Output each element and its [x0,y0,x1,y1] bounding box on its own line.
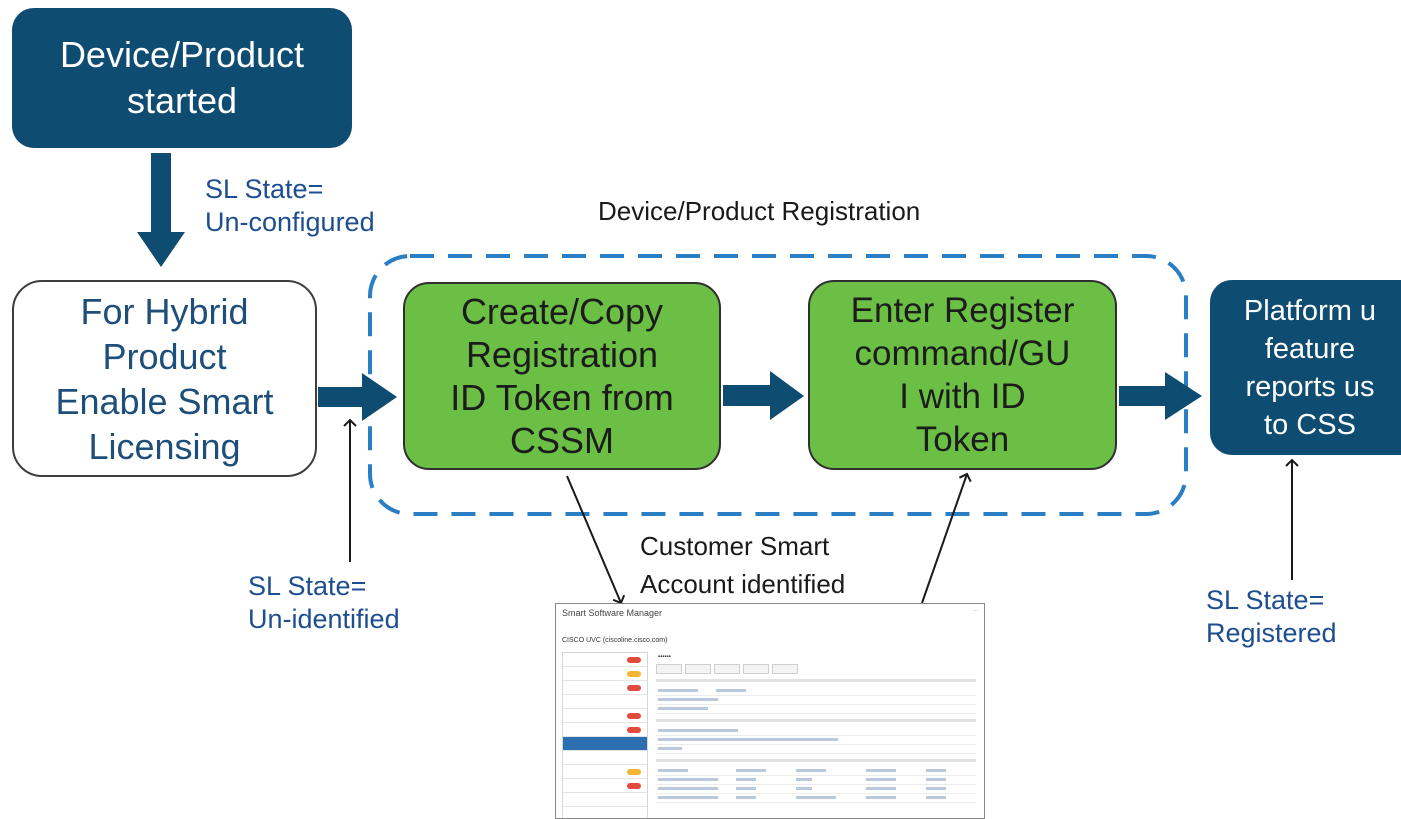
customer-account-label: Customer Smart Account identified [640,531,846,599]
arrow-create-to-enter [723,371,804,420]
registration-group-border [368,254,1188,516]
ssm-sidebar-item [563,723,647,737]
smart-software-manager-thumbnail: Smart Software Manager ··· CISCO UVC (ci… [555,603,985,819]
arrow-hybrid-to-create [318,373,397,421]
state-unconfigured-label: SL State= Un-configured [205,174,375,237]
ssm-sidebar-item [563,793,647,807]
state-unidentified-label: SL State= Un-identified [248,571,400,634]
platform-report-box: Platform u feature reports us to CSS [1210,280,1401,455]
ssm-account: CISCO UVC (ciscoline.cisco.com) [562,637,668,644]
enter-register-box: Enter Register command/GU I with ID Toke… [808,280,1117,470]
enable-smart-licensing-label: For Hybrid Product Enable Smart Licensin… [55,290,274,467]
ssm-sidebar-item [563,709,647,723]
ssm-sidebar [562,652,648,818]
state-registered-label: SL State= Registered [1206,585,1337,648]
ssm-sidebar-item [563,667,647,681]
ssm-tabs [656,664,976,674]
registration-group-title: Device/Product Registration [598,196,921,226]
ssm-sidebar-item [563,653,647,667]
enter-register-label: Enter Register command/GU I with ID Toke… [850,291,1075,459]
ssm-sidebar-item [563,695,647,709]
ssm-main-panel: ▪▪▪▪▪▪ [656,652,976,818]
arrow-enter-to-platform [1119,372,1202,420]
create-token-label: Create/Copy Registration ID Token from C… [450,291,674,461]
enable-smart-licensing-box: For Hybrid Product Enable Smart Licensin… [12,280,317,477]
device-started-box: Device/Product started [12,8,352,148]
pointer-screenshot-to-enter [921,472,972,604]
ssm-sidebar-item [563,751,647,765]
ssm-header-links: ··· [973,608,978,614]
ssm-sidebar-item [563,765,647,779]
ssm-sidebar-item [563,681,647,695]
ssm-header: Smart Software Manager [562,608,663,618]
platform-report-label: Platform u feature reports us to CSS [1243,294,1377,441]
pointer-create-to-screenshot [566,475,626,605]
create-token-box: Create/Copy Registration ID Token from C… [403,282,721,470]
device-started-label: Device/Product started [59,34,305,121]
arrow-start-to-hybrid [137,153,185,267]
ssm-section-title: ▪▪▪▪▪▪ [658,654,671,660]
ssm-sidebar-item [563,737,647,751]
ssm-sidebar-item [563,779,647,793]
